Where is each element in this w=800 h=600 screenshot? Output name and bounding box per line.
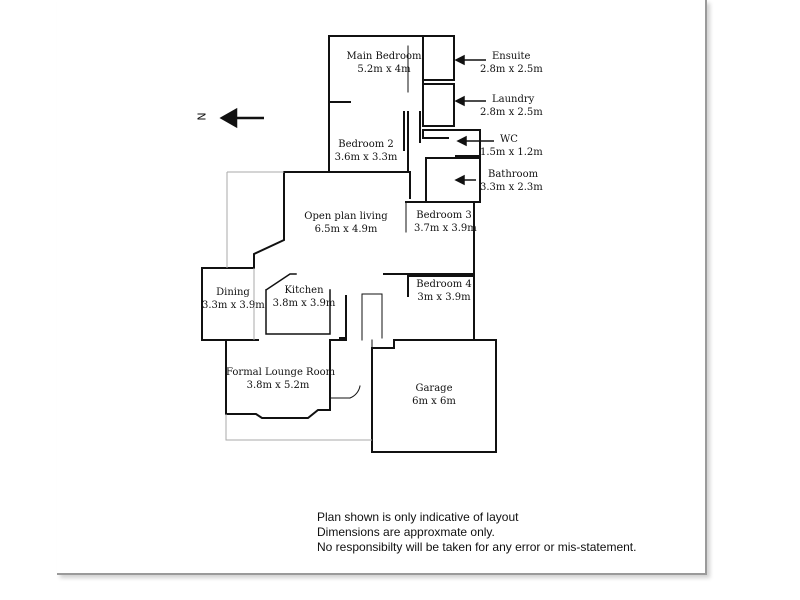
disclaimer-line-1: Plan shown is only indicative of layout: [317, 510, 519, 524]
room-dining: Dining 3.3m x 3.9m: [202, 286, 265, 312]
laundry-walls: [422, 83, 455, 127]
room-open-plan-living: Open plan living 6.5m x 4.9m: [296, 210, 396, 236]
lounge-door: [329, 385, 361, 399]
plan-sheet: [57, 0, 707, 575]
outer-line-west: [226, 171, 284, 268]
room-name: Kitchen: [284, 285, 324, 296]
room-size: 3.6m x 3.3m: [334, 152, 398, 163]
open-plan-walls: [253, 171, 411, 269]
wc-walls: [422, 129, 481, 157]
room-size: 3.3m x 3.9m: [202, 300, 265, 311]
kitchen-island: [264, 273, 331, 335]
room-bedroom-4: Bedroom 4 3m x 3.9m: [414, 278, 474, 304]
room-size: 5.2m x 4m: [357, 64, 411, 75]
room-size: 3.8m x 5.2m: [246, 380, 310, 391]
north-label: N: [194, 112, 208, 121]
room-size: 3m x 3.9m: [417, 292, 471, 303]
room-size: 3.3m x 2.3m: [480, 182, 543, 193]
room-name: Laundry: [492, 94, 535, 105]
room-size: 6.5m x 4.9m: [314, 224, 378, 235]
room-bedroom-3: Bedroom 3 3.7m x 3.9m: [414, 209, 477, 235]
room-bedroom-2: Bedroom 2 3.6m x 3.3m: [334, 138, 398, 164]
room-size: 2.8m x 2.5m: [480, 107, 543, 118]
room-laundry: Laundry 2.8m x 2.5m: [480, 93, 543, 119]
north-arrow-head: [219, 107, 238, 129]
disclaimer-line-2: Dimensions are approxmate only.: [317, 525, 495, 539]
room-name: WC: [500, 134, 518, 145]
room-ensuite: Ensuite 2.8m x 2.5m: [480, 50, 543, 76]
room-formal-lounge: Formal Lounge Room 3.8m x 5.2m: [226, 366, 336, 392]
room-name: Dining: [216, 287, 250, 298]
ensuite-walls: [422, 35, 455, 81]
room-main-bedroom: Main Bedroom 5.2m x 4m: [346, 50, 422, 76]
room-name: Bedroom 3: [416, 210, 472, 221]
disclaimer: Plan shown is only indicative of layout …: [317, 510, 636, 555]
room-size: 6m x 6m: [412, 396, 456, 407]
bathroom-walls: [425, 157, 481, 203]
dining-walls: [201, 267, 259, 341]
room-bathroom: Bathroom 3.3m x 2.3m: [480, 168, 543, 194]
room-name: Open plan living: [304, 211, 388, 222]
outer-line-south: [225, 414, 372, 441]
room-size: 3.8m x 3.9m: [272, 298, 336, 309]
room-size: 2.8m x 2.5m: [480, 64, 543, 75]
kitchen-right: [339, 295, 347, 339]
room-name: Main Bedroom: [346, 51, 422, 62]
room-name: Bathroom: [488, 169, 539, 180]
room-name: Bedroom 2: [338, 139, 394, 150]
room-garage: Garage 6m x 6m: [404, 382, 464, 408]
room-name: Formal Lounge Room: [226, 367, 336, 378]
room-size: 3.7m x 3.9m: [414, 223, 477, 234]
room-kitchen: Kitchen 3.8m x 3.9m: [272, 284, 336, 310]
room-wc: WC 1.5m x 1.2m: [480, 133, 543, 159]
disclaimer-line-3: No responsibilty will be taken for any e…: [317, 540, 637, 554]
garage-walls: [371, 339, 497, 453]
room-size: 1.5m x 1.2m: [480, 147, 543, 158]
formal-lounge-walls: [225, 339, 347, 419]
room-name: Garage: [415, 383, 453, 394]
room-name: Ensuite: [492, 51, 531, 62]
bedroom3-walls: [383, 201, 475, 275]
room-name: Bedroom 4: [416, 279, 472, 290]
hall-lines: [361, 293, 383, 341]
